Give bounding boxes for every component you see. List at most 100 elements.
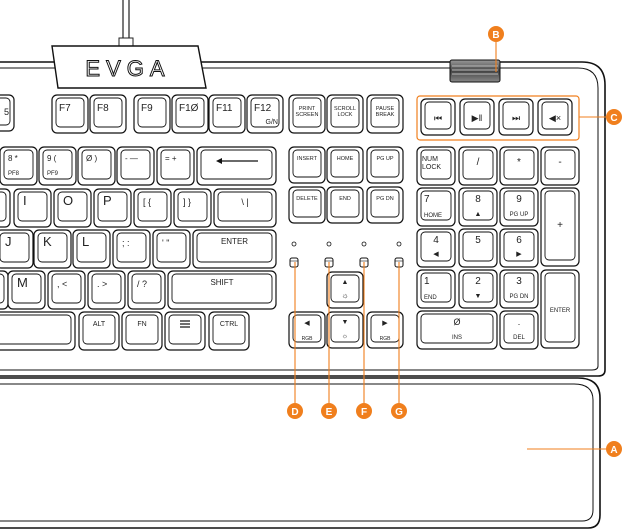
key-f10[interactable]: F1Ø [171,94,209,134]
key-label: 4 [433,235,439,246]
callout-e: E [321,262,337,419]
key-delete[interactable]: DELETE [288,186,326,224]
key-backslash[interactable]: \ | [213,188,277,228]
key-fn[interactable]: FN [121,311,163,351]
key-numpad-dot[interactable]: .DEL [499,310,539,350]
key-j[interactable]: J [0,229,34,269]
key-partial-left[interactable]: 5 [0,94,15,132]
key-label: P [103,193,112,208]
key-home[interactable]: HOME [326,146,364,184]
usb-cable [118,0,134,49]
key-label: ALT [93,321,106,328]
key-minus[interactable]: - — [116,146,155,186]
key-slash[interactable]: / ? [127,270,166,310]
key-numpad-9[interactable]: 9PG UP [499,187,539,227]
key-arrow-up[interactable]: ▲☼ [326,271,364,309]
key-numpad-slash[interactable]: / [458,146,498,186]
key-enter[interactable]: ENTER [192,229,277,269]
key-pg-up[interactable]: PG UP [366,146,404,184]
key-end[interactable]: END [326,186,364,224]
key-insert[interactable]: INSERT [288,146,326,184]
key-m[interactable]: M [7,270,46,310]
key-numpad-5[interactable]: 5 [458,228,498,268]
key-label: ▶ [382,320,388,327]
volume-scroll-wheel[interactable] [449,59,501,83]
key-label: I [23,193,27,208]
key-right-ctrl[interactable]: CTRL [208,311,250,351]
key-f9[interactable]: F9 [133,94,171,134]
key-right-alt[interactable]: ALT [78,311,120,351]
key-bracket_l[interactable]: [ { [133,188,172,228]
key-spacebar[interactable] [0,311,76,351]
key-label: F11 [216,103,233,114]
key-label: PAUSE [376,106,395,112]
key-label: G/N [266,119,278,126]
key-label: PG UP [376,156,393,162]
callout-c: C [579,109,622,125]
key-backspace[interactable] [196,146,277,186]
key-label: O [63,193,73,208]
key-o[interactable]: O [53,188,92,228]
key-numpad-4[interactable]: 4◀ [416,228,456,268]
key-play-pause[interactable]: ▶‖ [459,98,495,136]
key-0[interactable]: Ø ) [77,146,116,186]
key-label: 5 [475,235,481,246]
key-bracket_r[interactable]: ] } [173,188,212,228]
key-label: FN [137,321,146,328]
key-label: DEL [513,335,525,341]
brightness-down-icon: ☼ [342,333,348,340]
key-period[interactable]: . > [87,270,126,310]
key-i[interactable]: I [13,188,52,228]
key-l[interactable]: L [72,229,111,269]
key-numpad-8[interactable]: 8▲ [458,187,498,227]
key-8[interactable]: 8 *PF8 [0,146,38,186]
callout-a: A [527,441,622,457]
key-label: 2 [475,276,481,287]
key-next[interactable]: ⏭ [498,98,534,136]
key-numpad-star[interactable]: * [499,146,539,186]
key-label: 7 [424,194,430,205]
key-partial-row5[interactable] [0,270,9,310]
key-menu[interactable] [164,311,206,351]
key-arrow-down[interactable]: ▼☼ [326,311,364,349]
key-numpad-2[interactable]: 2▼ [458,269,498,309]
callout-label: G [395,407,403,418]
key-f8[interactable]: F8 [89,94,127,134]
key-numpad-plus[interactable]: + [540,187,580,267]
key-9[interactable]: 9 (PF9 [38,146,77,186]
media-key-group [416,95,580,141]
key-k[interactable]: K [33,229,72,269]
key-semicolon[interactable]: ; : [112,229,151,269]
key-equals[interactable]: = + [156,146,195,186]
key-pg-dn[interactable]: PG DN [366,186,404,224]
key-label: . > [97,279,107,289]
key-arrow-right[interactable]: ▶RGB [366,311,404,349]
key-p[interactable]: P [93,188,132,228]
key-numpad-enter[interactable]: ENTER [540,269,580,349]
key-partial-row3[interactable] [0,188,11,228]
key-arrow-left[interactable]: ◀RGB [288,311,326,349]
key-mute[interactable]: ◀× [537,98,573,136]
key-label: = + [165,154,177,163]
key-numpad-minus[interactable]: - [540,146,580,186]
key-comma[interactable]: , < [47,270,86,310]
key-label: ' " [162,238,169,248]
key-right-shift[interactable]: SHIFT [167,270,277,310]
key-f7[interactable]: F7 [51,94,89,134]
key-numpad-6[interactable]: 6▶ [499,228,539,268]
key-label: F8 [97,103,109,114]
key-f11[interactable]: F11 [208,94,246,134]
key-numpad-3[interactable]: 3PG DN [499,269,539,309]
key-previous[interactable]: ⏮ [420,98,456,136]
key-label: HOME [337,156,354,162]
key-quote[interactable]: ' " [152,229,191,269]
key-label: END [424,295,437,301]
